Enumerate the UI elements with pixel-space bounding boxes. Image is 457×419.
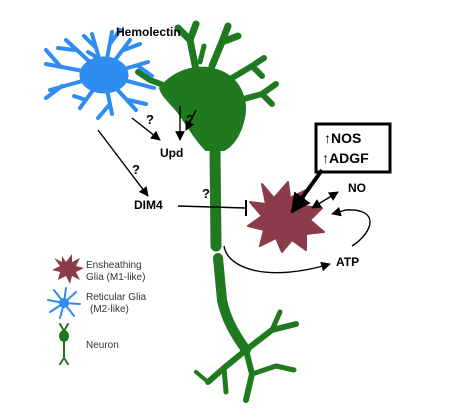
label-no: NO	[348, 181, 366, 195]
legend-ensheathing-icon	[52, 254, 84, 284]
neuron-shape	[135, 20, 299, 403]
inhibit-dim4-to-ensheathing	[177, 205, 247, 209]
legend-reticular-line2: (M2-like)	[90, 304, 129, 315]
arrow-glia-to-dim4	[97, 129, 149, 197]
arrows	[97, 106, 371, 274]
question-mark-2: ?	[186, 112, 194, 127]
question-mark-1: ?	[146, 112, 154, 127]
legend-neuron-icon	[59, 323, 69, 365]
arrow-glia-to-upd	[131, 117, 161, 141]
legend-reticular-line1: Reticular Glia	[86, 292, 146, 303]
box-line-adgf: ↑ADGF	[322, 150, 369, 166]
label-hemolectin: Hemolectin	[116, 25, 181, 39]
arrow-box-to-glia	[290, 168, 324, 214]
legend-ensheathing-line2: Glia (M1-like)	[86, 272, 145, 283]
label-upd: Upd	[160, 146, 183, 160]
question-mark-4: ?	[202, 186, 210, 201]
legend-neuron: Neuron	[86, 340, 119, 351]
label-dim4: DIM4	[134, 198, 163, 212]
arrow-axon-to-atp	[223, 245, 331, 274]
question-mark-3: ?	[132, 162, 140, 177]
ensheathing-glia-shape	[247, 181, 325, 253]
legend-ensheathing-line1: Ensheathing	[86, 260, 142, 271]
legend-reticular-icon	[47, 287, 81, 319]
arrow-atp-to-glia	[331, 206, 371, 247]
reticular-glia-shape	[44, 28, 156, 120]
nos-adgf-box	[314, 122, 392, 174]
arrow-neuron-to-upd-2	[185, 109, 197, 131]
legend: Ensheathing Glia (M1-like) Reticular Gli…	[47, 254, 146, 365]
arrow-no	[311, 191, 339, 209]
box-line-nos: ↑NOS	[324, 130, 361, 146]
label-atp: ATP	[336, 255, 359, 269]
